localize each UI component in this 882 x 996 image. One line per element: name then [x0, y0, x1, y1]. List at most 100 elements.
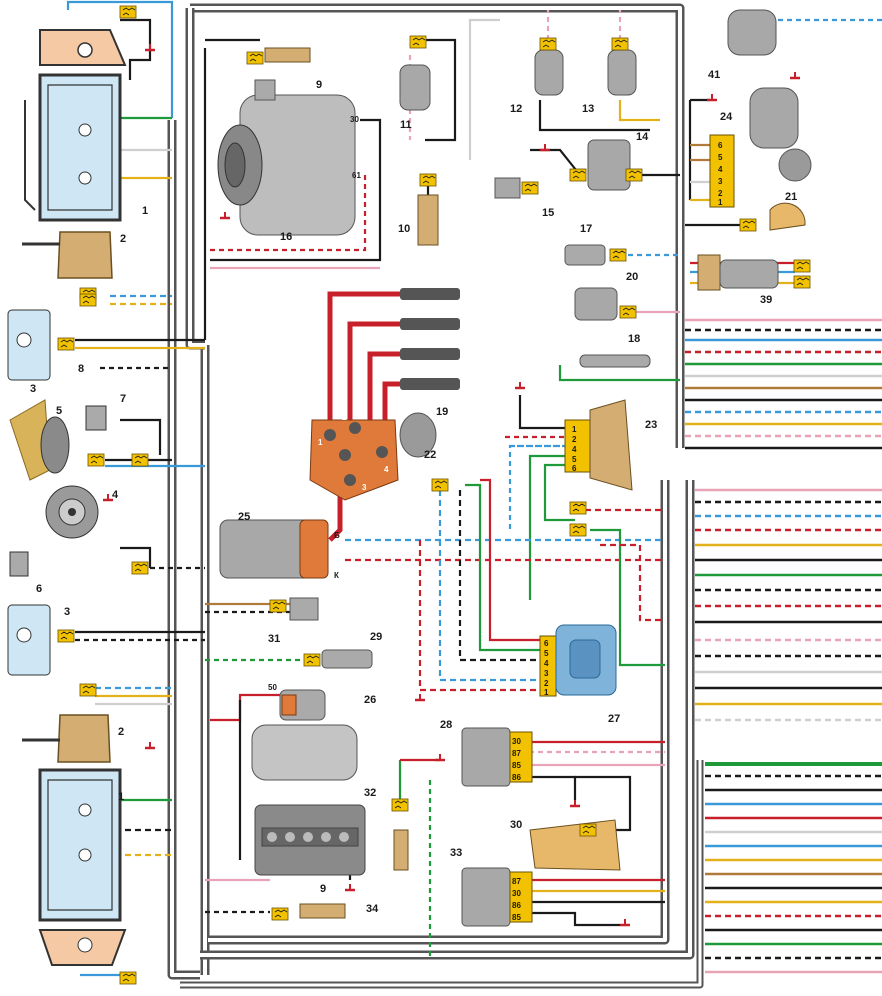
- label-5: 5: [56, 405, 62, 417]
- relay-14: 14: [587, 131, 649, 191]
- wiper-terminal-4: 4: [718, 165, 723, 174]
- relay-33: 87 30 86 85 33: [450, 847, 533, 927]
- label-16: 16: [280, 231, 292, 243]
- label-10: 10: [398, 223, 410, 235]
- label-9-bottom: 9: [320, 883, 326, 895]
- alternator: 30 61 16: [217, 79, 361, 243]
- sensor-34: 34: [366, 829, 409, 915]
- wiper-motor-24: 6 5 4 3 2 1 24: [709, 87, 812, 208]
- side-lamp-top: 3: [7, 309, 51, 395]
- label-23: 23: [645, 419, 657, 431]
- lamp-21: 21: [769, 191, 806, 231]
- c27-terminal-4: 4: [544, 659, 549, 668]
- distributor-terminal-2: 2: [342, 413, 347, 422]
- label-17: 17: [580, 223, 592, 235]
- c27-terminal-1: 1: [544, 688, 549, 697]
- label-21: 21: [785, 191, 797, 203]
- sw23-terminal-2: 2: [572, 435, 577, 444]
- r28-terminal-85: 85: [512, 761, 521, 770]
- headlight-motor-top: 2: [22, 231, 126, 279]
- label-39: 39: [760, 294, 772, 306]
- label-27: 27: [608, 713, 620, 725]
- alternator-terminal-61: 61: [352, 171, 361, 180]
- sensor-15: 15: [494, 177, 554, 219]
- distributor-terminal-1: 1: [318, 438, 323, 447]
- side-lamp-bottom: 3: [7, 604, 70, 676]
- oil-sensor-17: 17: [564, 223, 606, 266]
- label-3-top: 3: [30, 383, 36, 395]
- headlight-motor-bottom: 2: [22, 714, 124, 763]
- label-4: 4: [112, 489, 119, 501]
- c27-terminal-5: 5: [544, 649, 549, 658]
- label-19: 19: [436, 406, 448, 418]
- c27-terminal-6: 6: [544, 639, 549, 648]
- wiring-harness: [167, 3, 704, 989]
- right-edge-wires: [685, 318, 882, 974]
- wiper-terminal-6: 6: [718, 141, 723, 150]
- switch-39: 39: [697, 254, 779, 306]
- coil-terminal-b: Б: [334, 531, 340, 540]
- switch-31: 31: [268, 597, 319, 645]
- label-1-top: 1: [142, 205, 148, 217]
- label-31: 31: [268, 633, 280, 645]
- label-14: 14: [636, 131, 649, 143]
- r33-terminal-86: 86: [512, 901, 521, 910]
- c27-terminal-3: 3: [544, 669, 549, 678]
- switch-11: 11: [399, 64, 431, 131]
- ground-8: 8: [78, 363, 84, 375]
- r28-terminal-86: 86: [512, 773, 521, 782]
- sw23-terminal-1: 1: [572, 425, 577, 434]
- label-33: 33: [450, 847, 462, 859]
- fan-switch: 7: [85, 393, 126, 431]
- solenoid-41: 41: [708, 9, 777, 81]
- label-6: 6: [36, 583, 42, 595]
- washer-motor-12: 12: [510, 49, 564, 115]
- label-18: 18: [628, 333, 640, 345]
- label-15: 15: [542, 207, 554, 219]
- sensor-6: 6: [9, 551, 42, 595]
- label-2-bottom: 2: [118, 726, 124, 738]
- starter-terminal-50: 50: [268, 683, 277, 692]
- headlight-bottom: 1: [38, 768, 127, 966]
- lamp-9-top: 9: [264, 47, 322, 91]
- washer-motor-13: 13: [582, 49, 637, 115]
- label-29: 29: [370, 631, 382, 643]
- label-3-bottom: 3: [64, 606, 70, 618]
- sensor-29: 29: [321, 631, 382, 669]
- label-22: 22: [424, 449, 436, 461]
- fan: 5: [9, 399, 70, 481]
- r28-terminal-87: 87: [512, 749, 521, 758]
- commutator-27: 6 5 4 3 2 1 27: [539, 624, 620, 725]
- label-24: 24: [720, 111, 733, 123]
- label-34: 34: [366, 903, 379, 915]
- sensor-18: 18: [579, 333, 651, 368]
- label-12: 12: [510, 103, 522, 115]
- horn: 4: [45, 485, 119, 539]
- switch-23: 1 2 4 5 6 23: [564, 399, 657, 491]
- r28-terminal-30: 30: [512, 737, 521, 746]
- sensor-10: 10: [398, 194, 439, 246]
- alternator-terminal-30: 30: [350, 115, 359, 124]
- label-7: 7: [120, 393, 126, 405]
- relay-28: 30 87 85 86 28: [440, 719, 533, 787]
- sensor-20: 20: [574, 271, 638, 321]
- lamp-9-bottom: 9: [299, 883, 346, 919]
- label-20: 20: [626, 271, 638, 283]
- label-2-top: 2: [120, 233, 126, 245]
- label-1-bottom: 1: [118, 791, 124, 803]
- label-28: 28: [440, 719, 452, 731]
- starter: 50 26: [251, 683, 376, 781]
- battery: 32: [254, 787, 376, 876]
- coil-terminal-k: К: [334, 571, 339, 580]
- label-13: 13: [582, 103, 594, 115]
- wiper-terminal-3: 3: [718, 177, 723, 186]
- headlight-top: 1: [24, 29, 148, 222]
- spark-plugs: 19: [327, 288, 460, 455]
- sw23-terminal-6: 6: [572, 464, 577, 473]
- wiper-terminal-1: 1: [718, 198, 723, 207]
- ignition-coil: Б К 25: [219, 511, 340, 580]
- label-41: 41: [708, 69, 720, 81]
- sw23-terminal-4: 4: [572, 445, 577, 454]
- label-8: 8: [78, 363, 84, 375]
